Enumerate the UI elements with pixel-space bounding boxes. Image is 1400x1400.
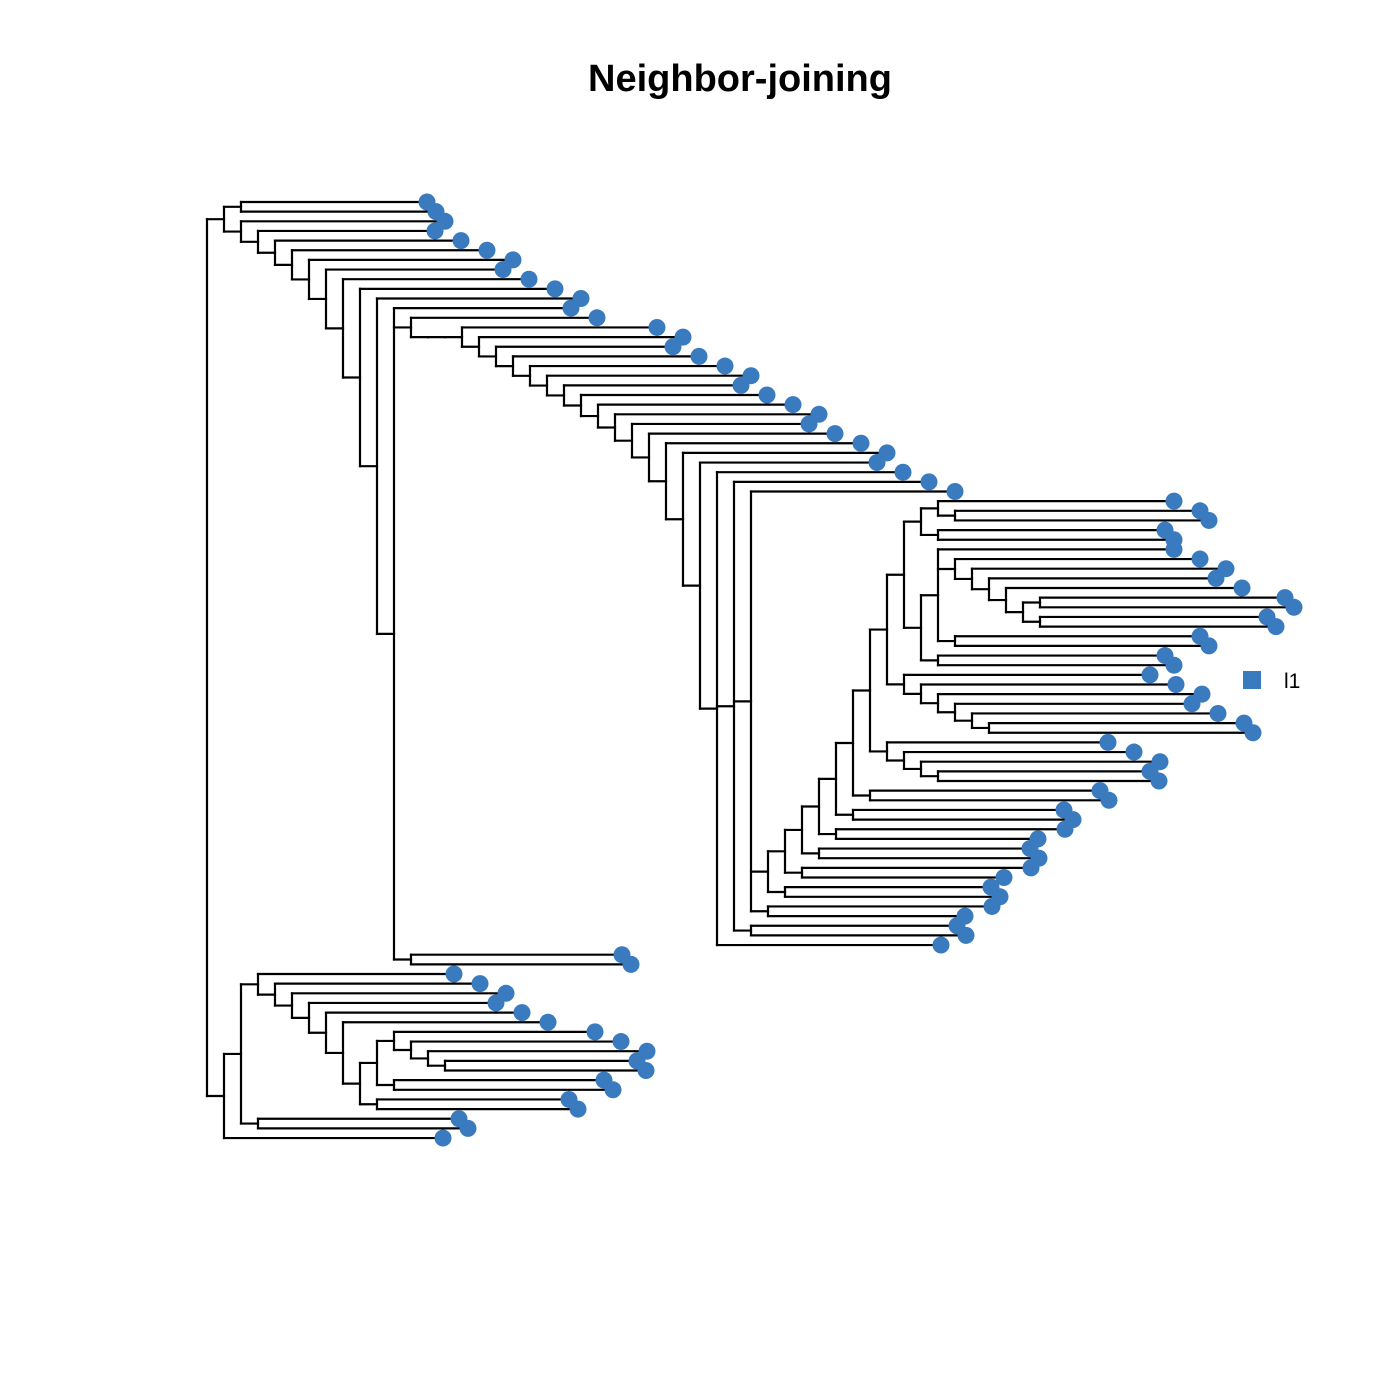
- tip-marker: [426, 222, 444, 240]
- tip-marker: [758, 386, 776, 404]
- tree-tips: [418, 193, 1303, 1147]
- tip-marker: [604, 1081, 622, 1099]
- tip-marker: [894, 463, 912, 481]
- tip-marker: [459, 1119, 477, 1137]
- tip-marker: [920, 473, 938, 491]
- tip-marker: [1165, 492, 1183, 510]
- tip-marker: [1125, 743, 1143, 761]
- tip-marker: [588, 309, 606, 327]
- tip-marker: [1244, 724, 1262, 742]
- legend-label: l1: [1284, 670, 1300, 693]
- tip-marker: [690, 347, 708, 365]
- tip-marker: [852, 434, 870, 452]
- tip-marker: [434, 1129, 452, 1147]
- tip-marker: [471, 975, 489, 993]
- tip-marker: [868, 454, 886, 472]
- tip-marker: [1165, 656, 1183, 674]
- tip-marker: [1267, 618, 1285, 636]
- tip-marker: [562, 299, 580, 317]
- tip-marker: [1233, 579, 1251, 597]
- tip-marker: [946, 483, 964, 500]
- tip-marker: [520, 270, 538, 288]
- tip-marker: [1100, 791, 1118, 809]
- tip-marker: [800, 415, 818, 433]
- tree-branches: [205, 200, 1296, 1140]
- page-title: Neighbor-joining: [588, 58, 892, 100]
- tip-marker: [1022, 859, 1040, 877]
- tip-marker: [494, 261, 512, 279]
- tip-marker: [732, 376, 750, 394]
- tip-marker: [612, 1033, 630, 1051]
- tip-marker: [932, 936, 950, 954]
- tip-marker: [1191, 550, 1209, 568]
- tip-marker: [452, 232, 470, 250]
- tip-marker: [586, 1023, 604, 1041]
- tip-marker: [1200, 637, 1218, 655]
- legend-swatch: [1243, 671, 1261, 689]
- tip-marker: [1150, 772, 1168, 790]
- tip-marker: [622, 955, 640, 973]
- tip-marker: [569, 1100, 587, 1118]
- tip-marker: [664, 338, 682, 356]
- tip-marker: [983, 897, 1001, 915]
- tip-marker: [487, 994, 505, 1012]
- tip-marker: [716, 357, 734, 375]
- tip-marker: [1183, 695, 1201, 713]
- tip-marker: [546, 280, 564, 298]
- tip-marker: [1165, 540, 1183, 558]
- tip-marker: [1141, 666, 1159, 684]
- tip-marker: [995, 869, 1013, 886]
- tip-marker: [784, 396, 802, 414]
- tip-marker: [445, 965, 463, 983]
- tip-marker: [637, 1062, 655, 1079]
- tip-marker: [539, 1013, 557, 1031]
- tip-marker: [1056, 820, 1074, 838]
- tip-marker: [1167, 676, 1185, 693]
- tip-marker: [1207, 569, 1225, 587]
- tip-marker: [513, 1004, 531, 1022]
- tip-marker: [826, 425, 844, 443]
- tip-marker: [1285, 598, 1303, 616]
- tip-marker: [1209, 704, 1227, 722]
- tip-marker: [478, 241, 496, 259]
- tip-marker: [1099, 733, 1117, 751]
- legend: l1: [1243, 670, 1300, 693]
- chart-title-wrap: Neighbor-joining: [0, 58, 1400, 101]
- tip-marker: [1200, 511, 1218, 529]
- tip-marker: [957, 926, 975, 944]
- tip-marker: [648, 318, 666, 336]
